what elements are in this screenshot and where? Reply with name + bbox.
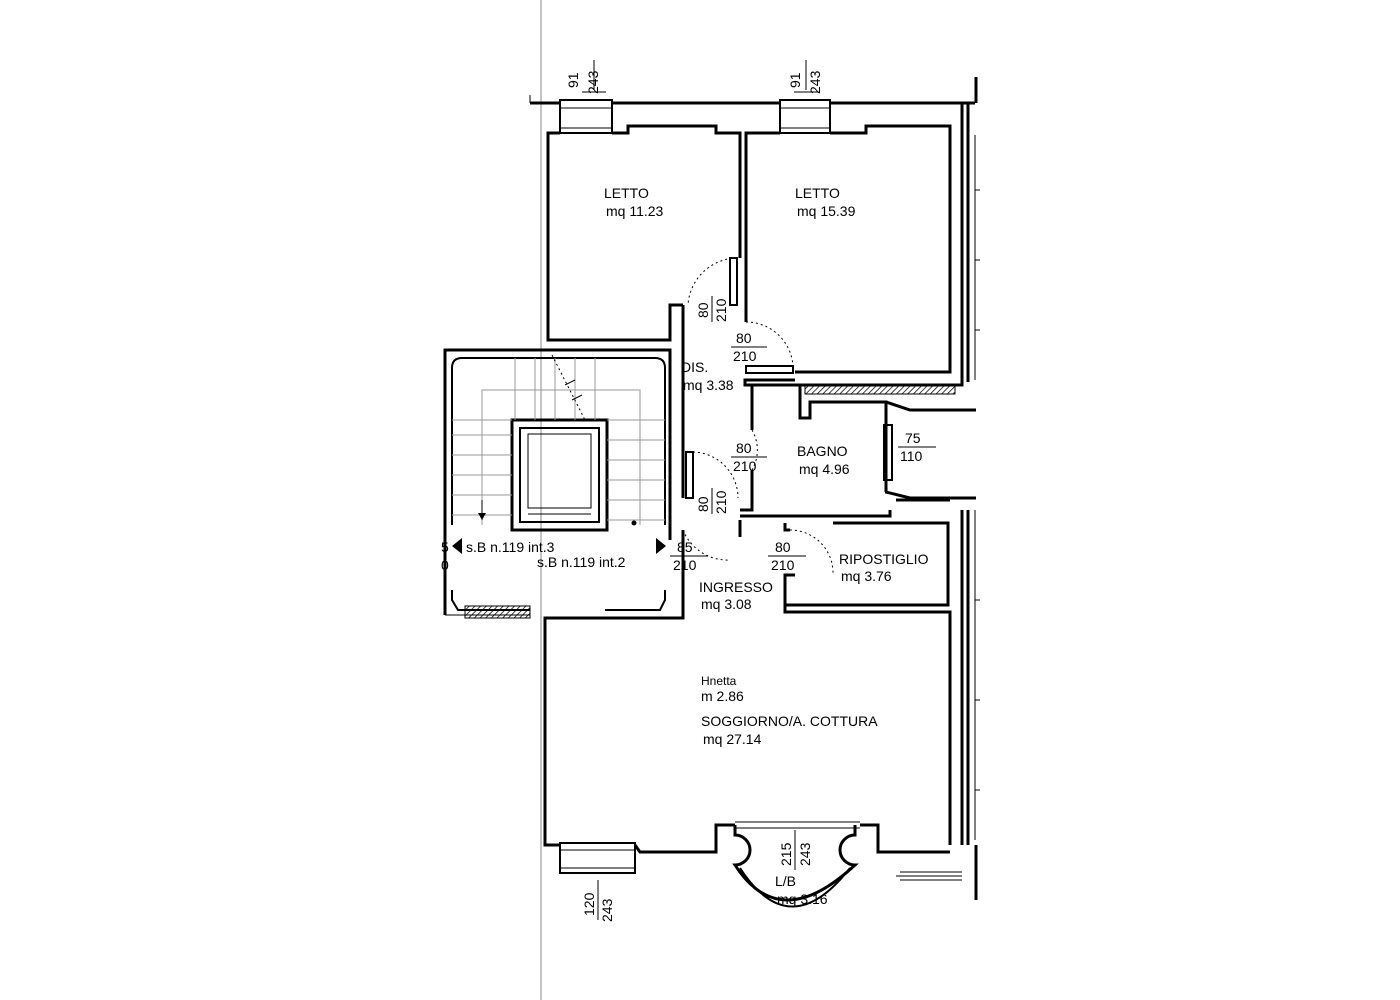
ingresso-name: INGRESSO [699,579,773,595]
win-letto1-h: 243 [585,70,601,94]
window-lb [735,821,860,870]
unit-int3-prefix: 5 [441,539,449,555]
door-entrance-w: 85 [677,539,693,555]
door-entrance-h: 210 [673,557,697,573]
door-ripostiglio-w: 80 [775,539,791,555]
soggiorno-name: SOGGIORNO/A. COTTURA [701,713,878,729]
hatched-wall-top [804,384,956,395]
door-letto2-h: 210 [733,348,757,364]
window-bagno-h: 110 [900,448,923,464]
win-soggiorno-w: 120 [581,892,597,916]
window-soggiorno [559,842,636,920]
door-ripostiglio [789,529,834,576]
door-bagno-w: 80 [736,440,752,456]
window-letto-1 [559,60,613,134]
unit-int3-suffix: 0 [441,557,449,573]
door-lower-w: 80 [695,496,711,512]
soggiorno-height-label: Hnetta [701,674,737,688]
door-ripostiglio-h: 210 [771,557,795,573]
door-entrance [682,529,731,561]
dis-name: DIS. [681,359,708,375]
hatched-wall-stair [464,605,531,619]
door-lower [685,451,739,499]
door-letto-2 [745,321,794,374]
unit-int2-label: s.B n.119 int.2 [537,554,626,570]
bagno-area: mq 4.96 [799,461,850,477]
dis-area: mq 3.38 [683,377,734,393]
letto-2-name: LETTO [795,185,840,201]
ingresso-area: mq 3.08 [701,596,752,612]
win-lb-w: 215 [778,842,794,866]
walls [529,77,980,908]
win-soggiorno-h: 243 [599,898,615,922]
letto-2-area: mq 15.39 [797,203,856,219]
ripostiglio-area: mq 3.76 [841,568,892,584]
win-letto2-w: 91 [787,72,803,88]
letto-1-name: LETTO [604,185,649,201]
soggiorno-height-value: m 2.86 [701,688,744,704]
soggiorno-area: mq 27.14 [703,731,762,747]
lb-name: L/B [775,873,796,889]
lb-area: mq 3.16 [777,891,828,907]
win-lb-h: 243 [797,842,813,866]
window-letto-2 [779,60,831,134]
door-letto-1 [687,257,738,306]
window-bagno-w: 75 [905,430,921,446]
stair-core [443,348,672,616]
door-bagno-h: 210 [733,458,757,474]
door-lower-h: 210 [713,490,729,514]
win-letto1-w: 91 [565,72,581,88]
door-letto1-h: 210 [713,298,729,322]
window-bagno [883,424,893,481]
door-letto2-w: 80 [736,330,752,346]
bagno-name: BAGNO [797,443,848,459]
win-letto2-h: 243 [807,70,823,94]
door-letto1-w: 80 [695,302,711,318]
door-bagno [751,429,758,471]
letto-1-area: mq 11.23 [606,203,664,219]
unit-int3-label: s.B n.119 int.3 [466,539,555,555]
ripostiglio-name: RIPOSTIGLIO [839,551,929,567]
